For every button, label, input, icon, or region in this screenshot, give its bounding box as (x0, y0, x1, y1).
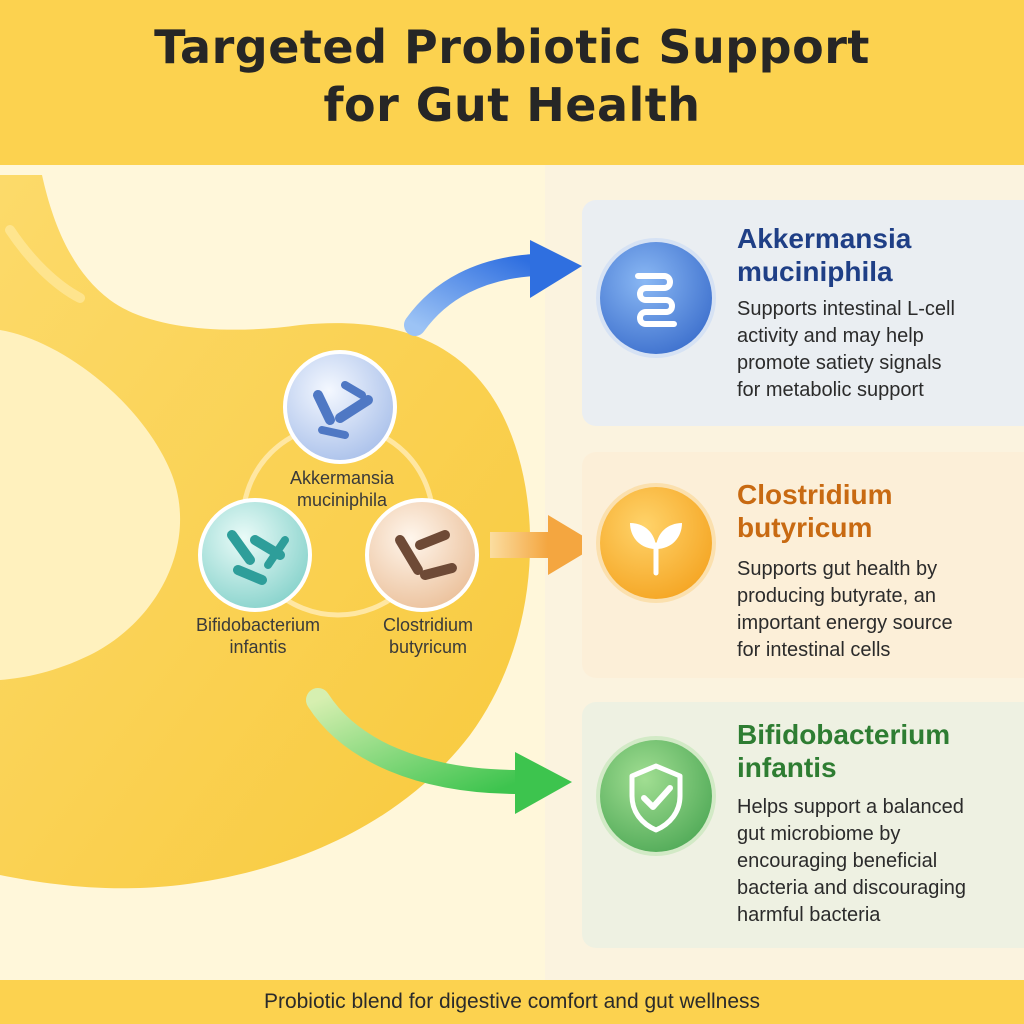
arrow-to-bifidobacterium (306, 688, 572, 814)
card-title: Akkermansia muciniphila (737, 223, 912, 287)
bubble-label-akkermansia: Akkermansia muciniphila (289, 468, 395, 510)
arrow-to-clostridium (490, 515, 598, 575)
card-akkermansia: Akkermansia muciniphila Supports intesti… (582, 200, 1024, 426)
intestine-icon (600, 242, 712, 354)
bubble-clostridium (365, 498, 479, 612)
footer-text: Probiotic blend for digestive comfort an… (263, 990, 761, 1013)
card-clostridium: Clostridium butyricum Supports gut healt… (582, 452, 1024, 678)
bubble-label-clostridium: Clostridium butyricum (382, 615, 474, 657)
stomach-highlight (5, 225, 85, 303)
header-band (0, 0, 1024, 165)
card-title: Bifidobacterium infantis (737, 719, 951, 783)
arrow-to-akkermansia (404, 240, 582, 336)
bubble-bifidobacterium (198, 498, 312, 612)
footer-band: Probiotic blend for digestive comfort an… (0, 980, 1024, 1024)
shield-check-icon (600, 740, 712, 852)
title-line-1: Targeted Probiotic Support (154, 20, 870, 74)
page-title: Targeted Probiotic Support for Gut Healt… (0, 18, 1024, 134)
card-description: Supports intestinal L-cell activity and … (737, 298, 955, 401)
card-title: Clostridium butyricum (737, 479, 893, 543)
bacteria-rod-icon (395, 530, 457, 580)
card-description: Supports gut health by producing butyrat… (737, 558, 953, 661)
leaf-icon (600, 487, 712, 599)
card-bifidobacterium: Bifidobacterium infantis Helps support a… (582, 702, 1024, 948)
bacteria-rod-icon (227, 530, 289, 585)
bubble-label-bifidobacterium: Bifidobacterium infantis (195, 615, 321, 657)
card-description: Helps support a balanced gut microbiome … (737, 796, 967, 926)
stomach-inner-curve (0, 330, 181, 680)
bacteria-rod-icon (313, 381, 373, 439)
bubble-akkermansia (283, 350, 397, 464)
title-line-2: for Gut Health (323, 78, 701, 132)
